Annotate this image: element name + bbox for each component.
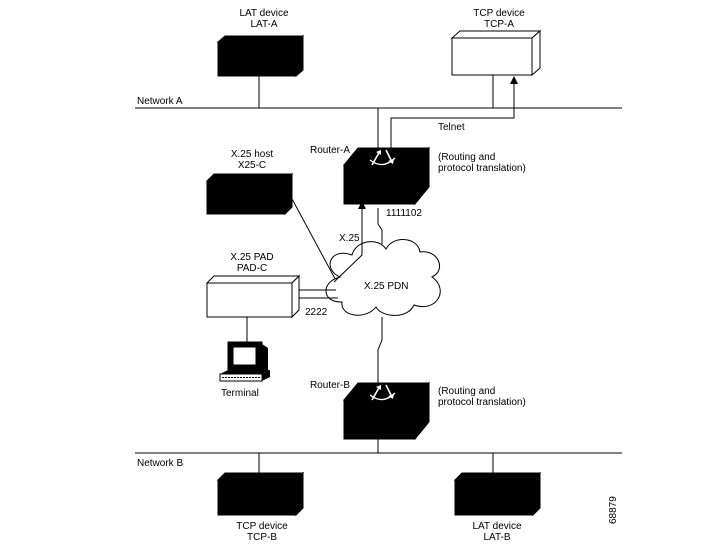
terminal-label: Terminal — [221, 388, 259, 399]
figure-id: 68879 — [608, 496, 619, 524]
router-a-note-line2: protocol translation) — [438, 163, 526, 174]
pad-address-label: 2222 — [305, 307, 328, 318]
lat-a-type-label: LAT device — [239, 8, 289, 19]
x25-host-name-label: X25-C — [238, 160, 266, 171]
x25-pad-device — [205, 274, 301, 319]
lat-a-name-label: LAT-A — [250, 19, 277, 30]
router-b-note-line1: (Routing and — [438, 386, 495, 397]
router-a-arrows-icon — [369, 149, 396, 166]
x25-pdn-cloud — [325, 239, 441, 316]
terminal-icon — [219, 341, 270, 382]
router-a-address: 1111102 — [386, 208, 422, 219]
tcp-b-name-label: TCP-B — [247, 532, 277, 543]
tcp-b-device — [216, 471, 305, 517]
telnet-label: Telnet — [438, 122, 465, 133]
tcp-a-type-label: TCP device — [473, 8, 525, 19]
router-a — [342, 146, 431, 206]
x25-pad-type-label: X.25 PAD — [230, 252, 273, 263]
router-b-arrows-icon — [369, 384, 396, 401]
network-a-label: Network A — [137, 96, 183, 107]
x25-connection-path — [333, 201, 366, 283]
telnet-path — [390, 76, 518, 148]
router-b — [342, 381, 431, 441]
router-b-note-line2: protocol translation) — [438, 397, 526, 408]
router-a-pdn-link — [377, 208, 383, 244]
router-a-name-label: Router-A — [310, 145, 350, 156]
router-b-name-label: Router-B — [310, 380, 350, 391]
x25-pdn-label: X.25 PDN — [364, 281, 408, 292]
network-b-label: Network B — [137, 458, 183, 469]
lat-b-device — [453, 471, 542, 517]
lat-b-name-label: LAT-B — [483, 532, 510, 543]
x25-host-device — [205, 172, 294, 216]
lat-a-device — [216, 34, 305, 78]
pdn-router-b-link — [377, 317, 383, 388]
tcp-b-type-label: TCP device — [236, 521, 288, 532]
x25-pad-name-label: PAD-C — [237, 263, 267, 274]
lat-b-type-label: LAT device — [472, 521, 522, 532]
x25-host-link — [290, 196, 341, 289]
x25-host-type-label: X.25 host — [231, 149, 273, 160]
router-a-note-line1: (Routing and — [438, 152, 495, 163]
tcp-a-device — [450, 29, 542, 77]
tcp-a-name-label: TCP-A — [484, 19, 514, 30]
x25-link-label: X.25 — [339, 233, 360, 244]
